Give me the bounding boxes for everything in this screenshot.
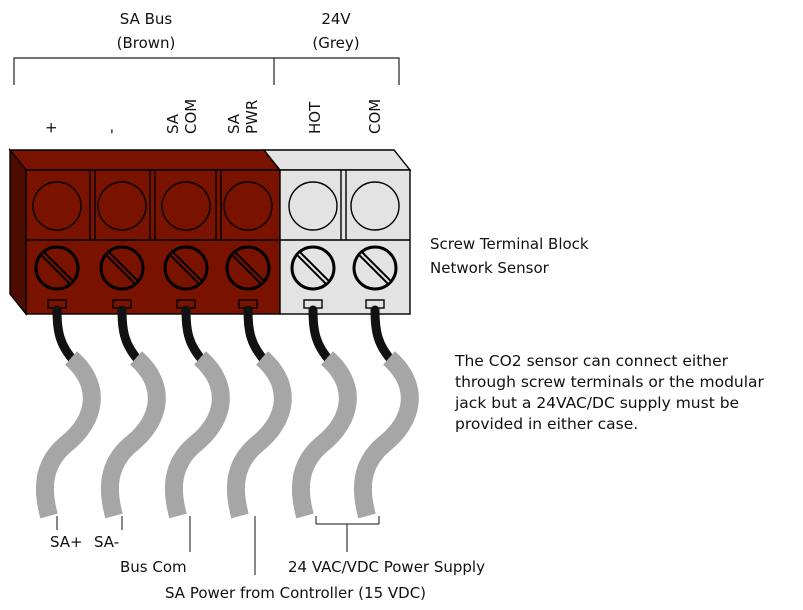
wire-lead (243, 305, 271, 367)
wire-lead (181, 305, 209, 367)
screw-icon (163, 245, 209, 291)
note-line: jack but a 24VAC/DC supply must be (455, 394, 740, 412)
terminal-label-hot: HOT (306, 101, 324, 134)
terminal-opening (350, 181, 400, 231)
terminal-opening (288, 181, 338, 231)
screw-icon (225, 245, 271, 291)
wire-labels (189, 516, 380, 575)
wires (35, 305, 419, 530)
wire-cable (100, 351, 166, 519)
wire-label-power-supply: 24 VAC/VDC Power Supply (288, 558, 485, 576)
wire-lead (308, 305, 336, 367)
terminal-label-minus: - (102, 129, 120, 134)
note-line: The CO2 sensor can connect either (455, 352, 728, 370)
wire-label-sa-power: SA Power from Controller (15 VDC) (165, 584, 426, 602)
terminal-label-sa-pwr-1: SA (225, 113, 243, 134)
screw-icon (352, 245, 398, 291)
terminal-opening (32, 181, 82, 231)
terminal-opening (223, 181, 273, 231)
note-line: through screw terminals or the modular (455, 373, 764, 391)
terminal-label-sa-com-1: SA (164, 113, 182, 134)
24v-bracket: 24V (Grey) (274, 10, 400, 85)
wire-label-sa-plus: SA+ (50, 533, 83, 551)
terminal-block (8, 148, 412, 316)
screw-icon (34, 245, 80, 291)
wire-lead (117, 305, 145, 367)
wire-cable (35, 351, 101, 519)
terminal-label-sa-com-2: COM (182, 99, 200, 134)
wire-label-bus-com: Bus Com (120, 558, 187, 576)
block-title-line2: Network Sensor (430, 259, 550, 277)
sa-bus-color: (Brown) (117, 34, 176, 52)
terminal-labels: + - SA COM SA PWR HOT COM (42, 99, 384, 134)
24v-color: (Grey) (312, 34, 359, 52)
wire-cable (353, 351, 419, 519)
sa-bus-bracket: SA Bus (Brown) (13, 10, 275, 85)
wire-cable (164, 351, 230, 519)
sa-bus-title: SA Bus (120, 10, 173, 28)
terminal-label-com: COM (366, 99, 384, 134)
24v-title: 24V (321, 10, 351, 28)
co2-sensor-note: The CO2 sensor can connect either throug… (455, 351, 764, 435)
terminal-label-plus: + (42, 121, 60, 134)
terminal-label-sa-pwr-2: PWR (243, 100, 261, 134)
terminal-opening (161, 181, 211, 231)
note-line: provided in either case. (455, 415, 639, 433)
wire-lead (52, 305, 80, 367)
wire-lead (370, 305, 398, 367)
block-title-line1: Screw Terminal Block (430, 235, 589, 253)
terminal-opening (97, 181, 147, 231)
wire-cable (226, 351, 292, 519)
wire-cable (291, 351, 357, 519)
screw-icon (99, 245, 145, 291)
screw-icon (290, 245, 336, 291)
wire-label-sa-minus: SA- (94, 533, 119, 551)
